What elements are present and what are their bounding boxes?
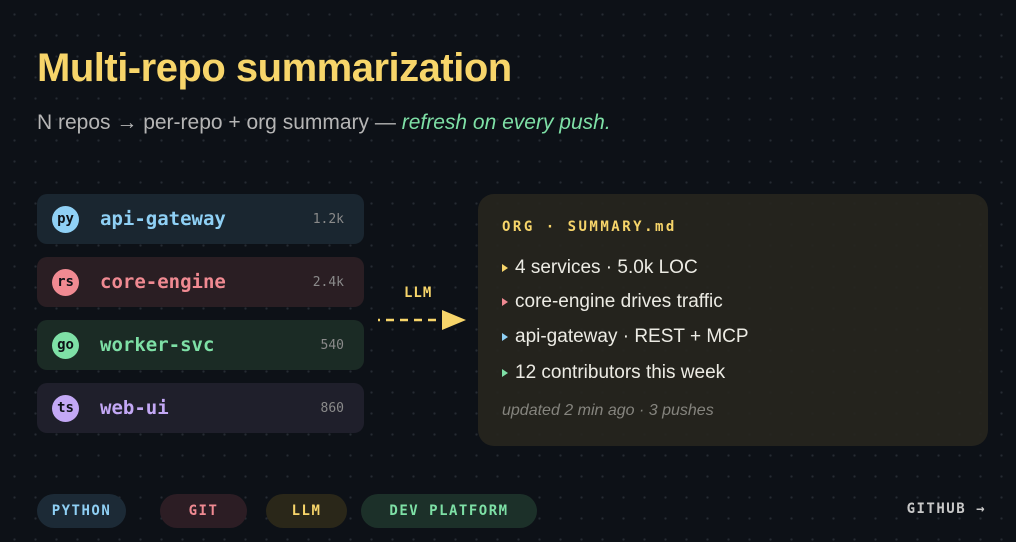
- summary-bullet: 4 services · 5.0k LOC: [502, 257, 698, 279]
- subtitle-text: N repos → per-repo + org summary —: [37, 111, 402, 134]
- summary-footer: updated 2 min ago · 3 pushes: [502, 402, 714, 419]
- page-title: Multi-repo summarization: [37, 46, 512, 90]
- org-summary-card: ORG · SUMMARY.md 4 services · 5.0k LOC co…: [478, 194, 988, 446]
- repo-card[interactable]: rs core-engine 2.4k: [37, 257, 364, 307]
- language-badge: go: [52, 331, 79, 359]
- summary-bullet: 12 contributors this week: [502, 362, 725, 384]
- repo-name: web-ui: [100, 397, 169, 419]
- repo-name: worker-svc: [100, 334, 215, 356]
- repo-card[interactable]: ts web-ui 860: [37, 383, 364, 433]
- tag-pill: DEV PLATFORM: [361, 494, 537, 528]
- subtitle-emphasis: refresh on every push.: [401, 111, 611, 134]
- bullet-triangle-icon: [502, 298, 508, 306]
- repo-loc-count: 540: [320, 337, 344, 353]
- repo-card[interactable]: go worker-svc 540: [37, 320, 364, 370]
- summary-title: ORG · SUMMARY.md: [502, 219, 677, 235]
- bullet-text: 12 contributors this week: [515, 362, 726, 383]
- bullet-triangle-icon: [502, 369, 508, 377]
- tag-pill: GIT: [160, 494, 247, 528]
- repo-loc-count: 860: [320, 400, 344, 416]
- repo-loc-count: 1.2k: [312, 211, 344, 227]
- subtitle: N repos → per-repo + org summary — refre…: [37, 111, 611, 135]
- bullet-triangle-icon: [502, 333, 508, 341]
- bullet-text: api-gateway · REST + MCP: [515, 326, 749, 347]
- repo-card[interactable]: py api-gateway 1.2k: [37, 194, 364, 244]
- repo-name: api-gateway: [100, 208, 226, 230]
- dashed-arrow-icon: [378, 310, 466, 330]
- tag-pill: PYTHON: [37, 494, 126, 528]
- arrow-label: LLM: [404, 285, 433, 301]
- github-link[interactable]: GITHUB →: [906, 501, 986, 517]
- repo-name: core-engine: [100, 271, 226, 293]
- repo-loc-count: 2.4k: [312, 274, 344, 290]
- language-badge: ts: [52, 394, 79, 422]
- language-badge: py: [52, 205, 79, 233]
- summary-bullet: core-engine drives traffic: [502, 291, 723, 313]
- bullet-triangle-icon: [502, 264, 508, 272]
- language-badge: rs: [52, 268, 79, 296]
- summary-bullet: api-gateway · REST + MCP: [502, 326, 749, 348]
- bullet-text: core-engine drives traffic: [515, 291, 723, 312]
- tag-pill: LLM: [266, 494, 347, 528]
- bullet-text: 4 services · 5.0k LOC: [515, 257, 698, 278]
